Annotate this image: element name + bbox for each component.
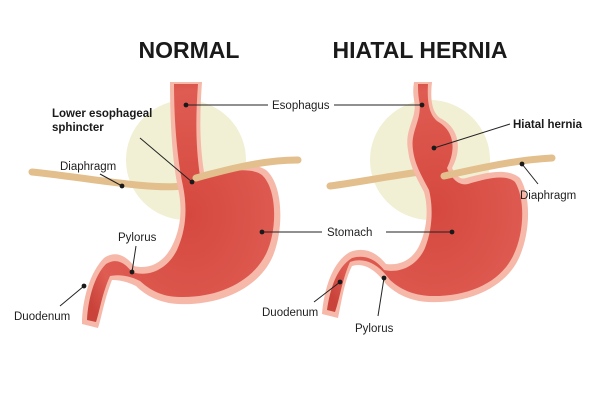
les-label-line2: sphincter — [52, 122, 104, 134]
normal-illustration — [28, 82, 302, 328]
diaphragm-right-dot — [519, 161, 525, 167]
stomach-label: Stomach — [327, 227, 372, 239]
hiatal-hernia-label: Hiatal hernia — [513, 119, 583, 131]
duodenum-left-leader — [59, 285, 85, 307]
pylorus-right-dot — [381, 275, 387, 281]
les-label-line1: Lower esophageal — [52, 108, 152, 120]
normal-stomach-body — [87, 84, 275, 322]
leader-lines — [59, 102, 539, 317]
esophagus-dot-right — [419, 102, 425, 108]
esophagus-label: Esophagus — [272, 100, 330, 112]
duodenum-left-label: Duodenum — [14, 311, 70, 323]
diaphragm-left-dot — [119, 183, 125, 189]
labels: Esophagus Lower esophageal sphincter Dia… — [14, 100, 583, 335]
hiatal-hernia-title: HIATAL HERNIA — [332, 37, 507, 63]
stomach-dot-right — [449, 229, 455, 235]
esophagus-dot-left — [183, 102, 189, 108]
pylorus-left-leader — [131, 245, 137, 273]
hernia-illustration — [322, 82, 556, 318]
pylorus-right-leader — [377, 277, 385, 317]
les-dot — [189, 179, 195, 185]
pylorus-left-label: Pylorus — [118, 232, 157, 244]
hernia-leader — [433, 123, 511, 149]
diaphragm-right-leader — [521, 163, 539, 185]
hernia-dot — [431, 145, 437, 151]
les-leader — [139, 137, 193, 183]
pylorus-right-label: Pylorus — [355, 323, 394, 335]
pylorus-left-dot — [129, 269, 135, 275]
diaphragm-left-leader — [99, 173, 123, 187]
diaphragm-band-right-a — [326, 168, 424, 190]
duodenum-right-dot — [337, 279, 343, 285]
normal-title: NORMAL — [139, 37, 240, 63]
diaphragm-band-left-b — [192, 156, 302, 182]
hernia-stomach-body — [327, 84, 523, 312]
diaphragm-band-right-b — [440, 154, 556, 180]
duodenum-right-leader — [313, 281, 341, 303]
diaphragm-left-label: Diaphragm — [60, 161, 116, 173]
duodenum-right-label: Duodenum — [262, 307, 318, 319]
diaphragm-right-label: Diaphragm — [520, 190, 576, 202]
duodenum-left-dot — [81, 283, 87, 289]
stomach-dot-left — [259, 229, 265, 235]
